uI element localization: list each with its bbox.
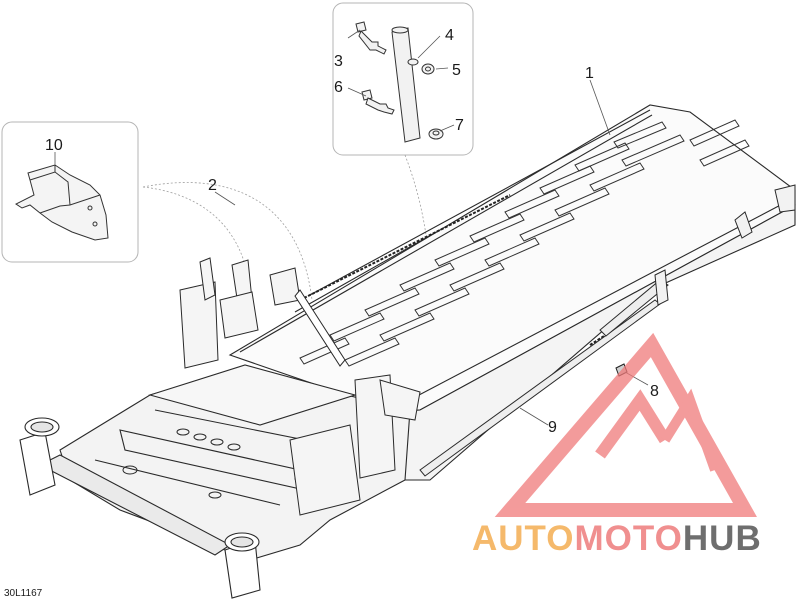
front-chassis <box>19 364 411 599</box>
part-2-mounts <box>179 257 421 516</box>
watermark-triangle <box>494 332 757 517</box>
inset-box-hardware <box>332 2 474 156</box>
leader-inset-10 <box>142 182 313 301</box>
callout-7: 7 <box>455 117 464 134</box>
part-10-bracket <box>15 164 109 241</box>
watermark-hub: HUB <box>683 519 762 558</box>
rear-bracket <box>654 184 796 306</box>
watermark-text: AUTOMOTOHUB <box>472 519 762 558</box>
watermark-auto: AUTO <box>472 519 575 558</box>
callout-3: 3 <box>334 53 343 70</box>
reference-code: 30L1167 <box>4 588 43 599</box>
hardware-parts <box>355 21 444 143</box>
callout-9: 9 <box>548 419 557 436</box>
callout-8: 8 <box>650 383 659 400</box>
callout-5: 5 <box>452 62 461 79</box>
callout-2: 2 <box>208 177 217 194</box>
callout-leaders <box>54 29 649 426</box>
tunnel-slots <box>299 119 750 367</box>
part-9-rail <box>419 279 669 477</box>
callout-4: 4 <box>445 27 454 44</box>
callout-6: 6 <box>334 79 343 96</box>
callout-10: 10 <box>45 137 63 154</box>
callout-1: 1 <box>585 65 594 82</box>
inset-box-10 <box>1 121 139 263</box>
watermark-moto: MOTO <box>575 519 683 558</box>
callout-labels: 1 2 3 4 5 6 7 8 9 10 30L1167 <box>4 27 659 599</box>
